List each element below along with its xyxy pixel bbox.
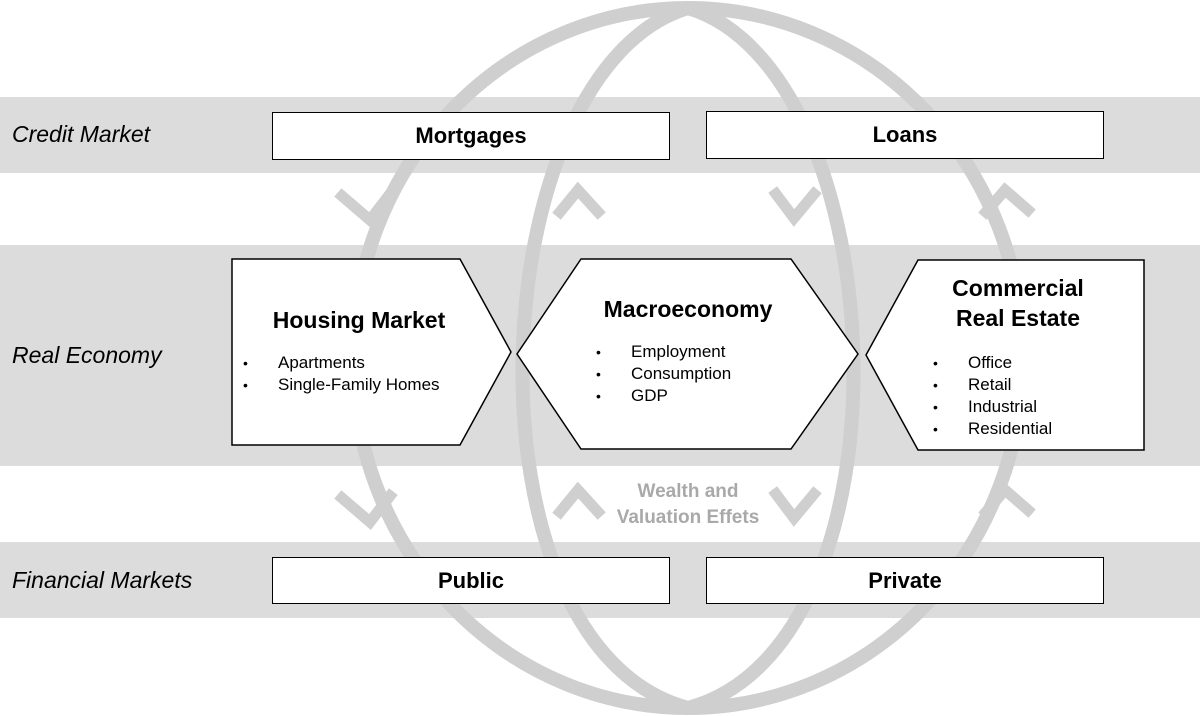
loans-label: Loans: [872, 122, 938, 147]
globe-chevron-down-2: [768, 186, 822, 227]
private-box: Private: [706, 557, 1104, 604]
globe-chevron-up-3: [552, 481, 606, 520]
wealth-valuation-label: Wealth and Valuation Effets: [588, 479, 788, 531]
globe-chevron-down-1: [334, 186, 398, 228]
list-item: Office: [933, 352, 1052, 374]
mortgages-box: Mortgages: [272, 112, 670, 160]
housing-market-list: Apartments Single-Family Homes: [243, 352, 440, 396]
macroeconomy-title: Macroeconomy: [603, 296, 773, 322]
commercial-title-line1: Commercial: [952, 275, 1084, 301]
mortgages-label: Mortgages: [415, 123, 527, 148]
list-item: Single-Family Homes: [243, 374, 440, 396]
wealth-line1: Wealth and: [637, 481, 739, 502]
list-item: Employment: [596, 341, 731, 363]
public-label: Public: [437, 567, 504, 593]
list-item: Industrial: [933, 396, 1052, 418]
list-item: GDP: [596, 385, 731, 407]
list-item: Residential: [933, 418, 1052, 440]
globe-chevron-up-2: [978, 182, 1036, 220]
row-label-financial-markets: Financial Markets: [12, 567, 193, 593]
globe-chevron-up-1: [552, 181, 606, 220]
list-item: Apartments: [243, 352, 440, 374]
globe-chevron-down-4: [768, 486, 822, 527]
private-label: Private: [868, 567, 942, 593]
commercial-real-estate-list: Office Retail Industrial Residential: [933, 352, 1052, 440]
public-box: Public: [272, 557, 670, 604]
wealth-line2: Valuation Effets: [616, 507, 760, 528]
commercial-title-line2: Real Estate: [955, 305, 1080, 331]
list-item: Retail: [933, 374, 1052, 396]
list-item: Consumption: [596, 363, 731, 385]
macroeconomy-list: Employment Consumption GDP: [596, 341, 731, 407]
loans-box: Loans: [706, 111, 1104, 159]
row-label-real-economy: Real Economy: [12, 342, 162, 368]
globe-chevron-up-4: [978, 482, 1036, 520]
row-label-credit-market: Credit Market: [12, 121, 151, 147]
globe-chevron-down-3: [334, 488, 398, 530]
commercial-real-estate-title: Commercial Real Estate: [908, 273, 1128, 333]
housing-market-title: Housing Market: [272, 307, 446, 333]
